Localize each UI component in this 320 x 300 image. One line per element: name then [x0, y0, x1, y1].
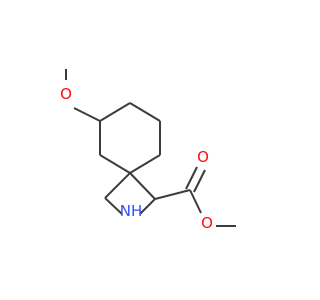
- bond-ring-c2-c3: [129, 102, 161, 122]
- bonds: [65, 69, 236, 227]
- bond-ether-ring: [73, 107, 101, 122]
- bond-ch2-n: [104, 197, 123, 215]
- bond-carbonyl-double-a: [185, 166, 198, 190]
- bond-carbonyl-double-b: [193, 169, 206, 193]
- bond-ring-c1-c2: [99, 102, 131, 122]
- molecule-diagram: O O O NH: [60, 69, 236, 232]
- ester-oxygen-label: O: [201, 214, 213, 232]
- bond-ch-spiro: [129, 172, 156, 200]
- bond-n-ch: [139, 198, 156, 215]
- bond-carbonyl-ester-o: [189, 189, 202, 214]
- carbonyl-oxygen-label: O: [197, 148, 209, 166]
- bond-ring-spiro-c6: [99, 154, 131, 174]
- bond-spiro-ch2: [104, 172, 131, 199]
- bond-ring-c4-spiro: [129, 154, 161, 174]
- ether-oxygen-label: O: [60, 85, 72, 103]
- atom-labels: O O O NH: [60, 85, 213, 232]
- ring-nitrogen-label: NH: [120, 202, 143, 220]
- bond-ch-carbonyl: [154, 189, 191, 200]
